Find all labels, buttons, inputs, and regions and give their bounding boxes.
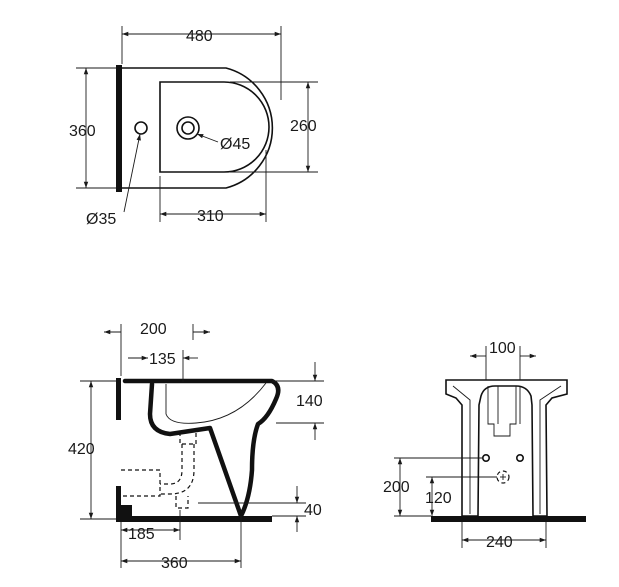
- dim-420-label: 420: [68, 441, 95, 458]
- front-central-bowl: [487, 386, 517, 437]
- dim-140-label: 140: [296, 393, 323, 410]
- dim-480-label: 480: [186, 28, 213, 45]
- waste-pipe-dashed: [121, 469, 161, 497]
- dim-o35-label: Ø35: [86, 211, 116, 228]
- dim-185-label: 185: [128, 526, 155, 543]
- front-body-outline: [445, 379, 568, 517]
- water-inlet-right: [515, 453, 524, 462]
- side-view: 200 135 140 420 40 185 360: [68, 321, 324, 572]
- dim-240-label: 240: [486, 534, 513, 551]
- water-inlet-left: [481, 453, 490, 462]
- dim-200-front-label: 200: [383, 479, 410, 496]
- tap-hole-circle: [176, 116, 200, 140]
- dim-120-label: 120: [425, 490, 452, 507]
- waste-outlet-dashed: [175, 496, 189, 509]
- dim-135-label: 135: [149, 351, 176, 368]
- front-view: 100 200 120 240: [383, 340, 586, 551]
- dim-260-label: 260: [290, 118, 317, 135]
- dim-200-side-label: 200: [140, 321, 167, 338]
- fixing-hole-circle: [134, 121, 148, 135]
- inner-basin-section: [165, 382, 267, 424]
- dim-360-side-label: 360: [161, 555, 188, 572]
- dim-310-label: 310: [197, 208, 224, 225]
- dim-100-label: 100: [489, 340, 516, 357]
- floor-corner-block: [121, 505, 132, 517]
- front-inner-leg-right: [539, 385, 562, 514]
- tap-hole-inner: [181, 121, 195, 135]
- dim-360-top-label: 360: [69, 123, 96, 140]
- front-inner-leg-left: [452, 385, 471, 514]
- bowl-section-outline: [122, 378, 281, 519]
- floor-front: [431, 516, 586, 522]
- drain-outlet: [496, 470, 510, 484]
- waste-trap-dashed: [160, 432, 197, 495]
- wall-bar-top: [116, 65, 122, 192]
- wall-bar-side-lower: [116, 486, 121, 521]
- inner-basin-top: [159, 81, 270, 173]
- bowl-outline-top: [122, 67, 274, 189]
- floor-side: [116, 516, 272, 522]
- dim-40-label: 40: [304, 502, 322, 519]
- wall-bar-side: [116, 378, 121, 420]
- top-view: 480 360 260 310 Ø45 Ø35: [69, 26, 318, 228]
- dim-o45-label: Ø45: [220, 136, 250, 153]
